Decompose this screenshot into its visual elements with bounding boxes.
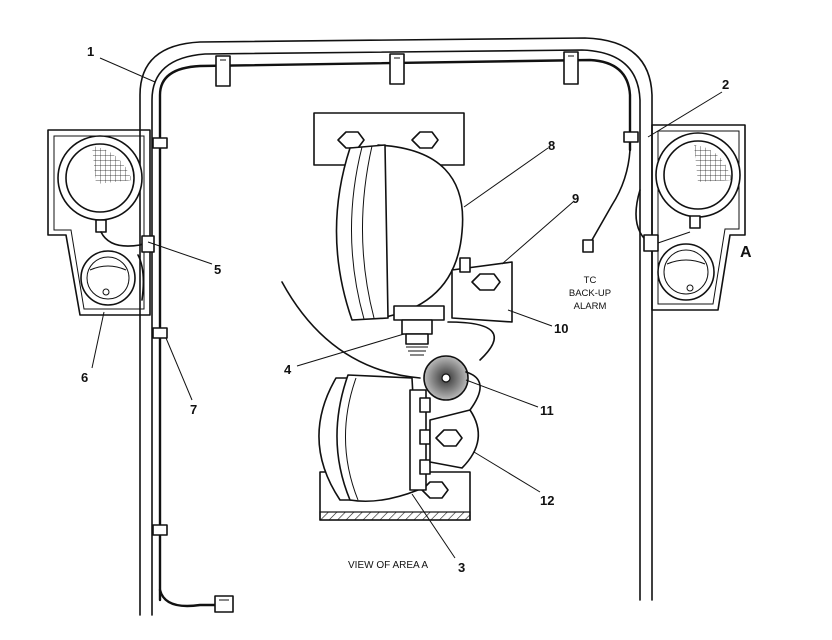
view-caption: VIEW OF AREA A xyxy=(348,560,428,571)
upper-lamp-lens xyxy=(377,144,464,319)
leader-5 xyxy=(147,241,213,265)
leader-lines xyxy=(91,57,723,559)
lamp-mount-stud xyxy=(393,305,445,321)
callout-5: 5 xyxy=(214,262,221,277)
callout-2: 2 xyxy=(722,77,729,92)
right-tail-lamp xyxy=(657,243,715,301)
note-backup-alarm-1: TC xyxy=(584,275,597,286)
leader-10 xyxy=(507,309,553,327)
cab-outline xyxy=(139,37,653,616)
area-marker: A xyxy=(740,244,752,261)
lamp-terminal xyxy=(459,257,471,273)
leader-7 xyxy=(165,337,193,401)
leader-4 xyxy=(296,333,405,367)
leader-2 xyxy=(647,91,723,138)
wiring-harness xyxy=(152,51,639,613)
harness-clip xyxy=(152,524,168,536)
left-lamp-assembly xyxy=(47,129,155,316)
notes: TC BACK-UP ALARM VIEW OF AREA A xyxy=(348,275,611,571)
backup-alarm-connector xyxy=(582,239,594,253)
right-lamp-assembly xyxy=(635,124,746,311)
note-backup-alarm-2: BACK-UP xyxy=(569,288,611,299)
lamp-lead-wire xyxy=(281,281,421,379)
callout-labels: 1 2 3 4 5 6 7 8 9 10 11 12 A xyxy=(81,44,752,575)
leader-9 xyxy=(501,201,574,265)
callout-9: 9 xyxy=(572,191,579,206)
leader-8 xyxy=(463,147,549,208)
leader-12 xyxy=(473,451,541,493)
left-tail-lamp xyxy=(80,250,136,306)
callout-1: 1 xyxy=(87,44,94,59)
callout-10: 10 xyxy=(554,321,568,336)
leader-1 xyxy=(99,57,156,83)
callout-4: 4 xyxy=(284,362,292,377)
leader-3 xyxy=(411,493,456,559)
callout-3: 3 xyxy=(458,560,465,575)
harness-end-connector xyxy=(214,595,234,613)
note-backup-alarm-3: ALARM xyxy=(574,301,607,312)
backup-alarm-lead xyxy=(591,149,631,241)
lower-lamp-assembly xyxy=(318,355,481,521)
harness-clip xyxy=(563,51,579,85)
harness-clip xyxy=(152,137,168,149)
lower-lamp-housing xyxy=(336,374,419,503)
callout-8: 8 xyxy=(548,138,555,153)
harness-clip xyxy=(152,327,168,339)
harness-clip xyxy=(389,53,405,85)
callout-12: 12 xyxy=(540,493,554,508)
upper-lamp-assembly xyxy=(281,112,513,379)
leader-6 xyxy=(91,311,105,369)
callout-11: 11 xyxy=(540,403,554,418)
harness-clip xyxy=(623,131,639,143)
callout-7: 7 xyxy=(190,402,197,417)
harness-clip xyxy=(215,55,231,87)
leader-11 xyxy=(465,379,539,408)
callout-6: 6 xyxy=(81,370,88,385)
